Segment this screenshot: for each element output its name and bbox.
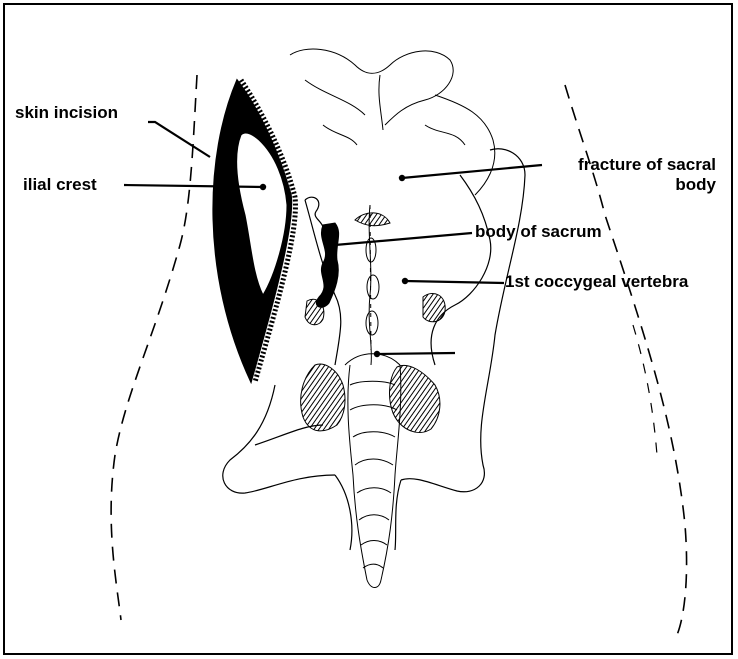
label-1st-coccygeal-vertebra: 1st coccygeal vertebra [505, 272, 688, 292]
muscle-masses [301, 213, 446, 433]
label-fracture-sacral-body: fracture of sacral body [545, 155, 716, 195]
flank-outline-right [633, 325, 657, 455]
body-outline-left [111, 75, 197, 620]
fracture-outline [305, 197, 323, 227]
label-body-of-sacrum: body of sacrum [475, 222, 602, 242]
figure-frame: skin incision ilial crest fracture of sa… [3, 3, 733, 655]
label-fracture-line1: fracture of sacral [545, 155, 716, 175]
label-ilial-crest: ilial crest [23, 175, 97, 195]
label-skin-incision: skin incision [15, 103, 118, 123]
label-fracture-line2: body [545, 175, 716, 195]
